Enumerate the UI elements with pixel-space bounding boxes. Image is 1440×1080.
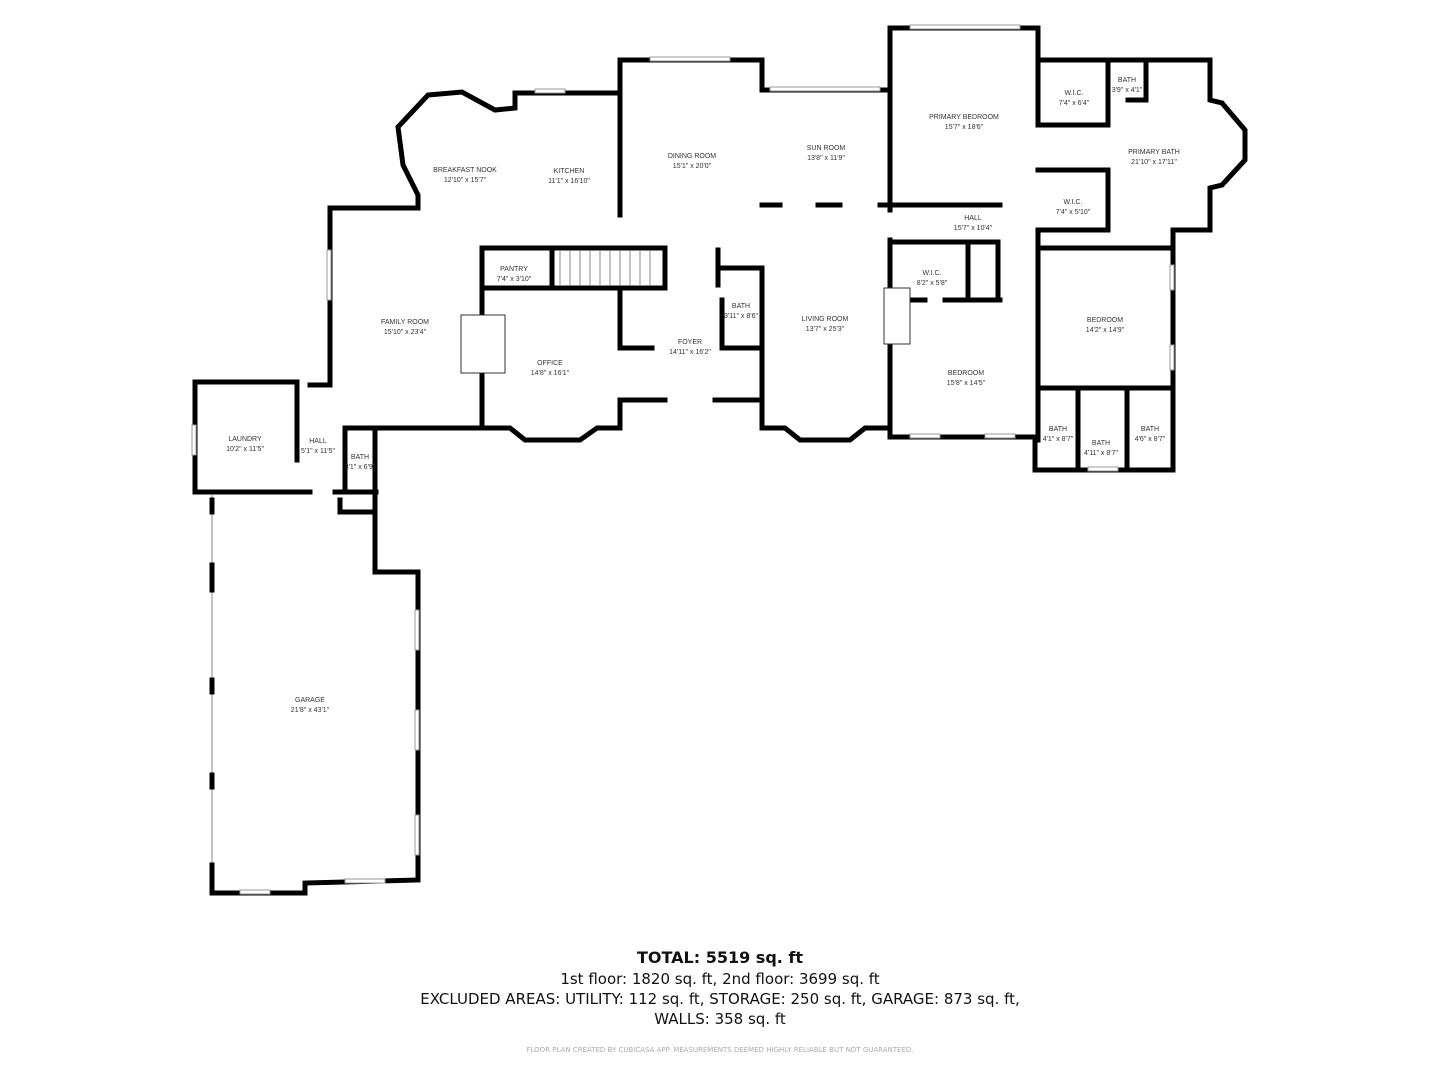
room-name: SUN ROOM	[807, 145, 846, 152]
room-dims: 11'1" x 16'10"	[548, 178, 590, 185]
room-name: HALL	[309, 438, 327, 445]
room-dims: 14'2" x 14'9"	[1086, 327, 1125, 334]
room-name: BATH	[1092, 440, 1110, 447]
room-name: LAUNDRY	[228, 436, 262, 443]
room-name: W.I.C.	[1064, 90, 1083, 97]
room-name: BREAKFAST NOOK	[433, 167, 497, 174]
room-name: KITCHEN	[554, 168, 585, 175]
room-dims: 3'1" x 6'9"	[345, 464, 376, 471]
room-name: LIVING ROOM	[802, 316, 849, 323]
room-name: BATH	[732, 303, 750, 310]
disclaimer: FLOOR PLAN CREATED BY CUBICASA APP. MEAS…	[526, 1046, 914, 1054]
room-dims: 4'6" x 8'7"	[1135, 436, 1166, 443]
room-name: PRIMARY BATH	[1128, 149, 1180, 156]
room-dims: 13'7" x 25'3"	[806, 326, 845, 333]
room-dims: 14'11" x 16'2"	[669, 349, 711, 356]
room-dims: 8'2" x 5'8"	[917, 280, 948, 287]
room-dims: 15'8" x 14'5"	[947, 380, 986, 387]
room-name: FAMILY ROOM	[381, 319, 429, 326]
room-labels: BREAKFAST NOOK 12'10" x 15'7" KITCHEN 11'1…	[226, 77, 1180, 714]
room-dims: 13'8" x 11'9"	[807, 155, 845, 162]
room-dims: 7'4" x 6'4"	[1059, 100, 1090, 107]
room-name: BEDROOM	[1087, 317, 1123, 324]
room-name: W.I.C.	[1063, 199, 1082, 206]
room-dims: 21'8" x 43'1"	[291, 707, 330, 714]
room-dims: 3'11" x 8'6"	[724, 313, 758, 320]
room-name: W.I.C.	[922, 270, 941, 277]
windows	[191, 24, 1175, 895]
room-name: HALL	[964, 215, 982, 222]
room-name: BATH	[351, 454, 369, 461]
room-name: GARAGE	[295, 697, 325, 704]
room-dims: 12'10" x 15'7"	[444, 177, 487, 184]
room-name: PANTRY	[500, 266, 528, 273]
total-area: TOTAL: 5519 sq. ft	[636, 948, 804, 967]
room-name: BATH	[1141, 426, 1159, 433]
room-name: BATH	[1049, 426, 1067, 433]
room-dims: 4'1" x 8'7"	[1043, 436, 1074, 443]
room-dims: 14'8" x 16'1"	[531, 370, 570, 377]
room-dims: 3'9" x 4'1"	[1112, 87, 1143, 94]
room-name: BATH	[1118, 77, 1136, 84]
room-dims: 7'4" x 3'10"	[497, 276, 532, 283]
room-dims: 15'7" x 10'4"	[954, 225, 993, 232]
room-dims: 5'1" x 11'5"	[301, 448, 335, 455]
room-name: DINING ROOM	[668, 153, 716, 160]
room-dims: 10'2" x 11'5"	[226, 446, 264, 453]
walls-area: WALLS: 358 sq. ft	[654, 1010, 786, 1028]
excluded-areas: EXCLUDED AREAS: UTILITY: 112 sq. ft, STO…	[420, 990, 1020, 1008]
room-dims: 15'10" x 23'4"	[384, 329, 427, 336]
room-name: PRIMARY BEDROOM	[929, 114, 999, 121]
room-name: OFFICE	[537, 360, 563, 367]
room-dims: 4'11" x 8'7"	[1084, 450, 1118, 457]
floor-areas: 1st floor: 1820 sq. ft, 2nd floor: 3699 …	[560, 970, 880, 988]
room-dims: 15'1" x 20'0"	[673, 163, 712, 170]
room-name: BEDROOM	[948, 370, 984, 377]
room-dims: 15'7" x 18'6"	[945, 124, 984, 131]
room-dims: 21'10" x 17'11"	[1131, 159, 1177, 166]
room-name: FOYER	[678, 339, 702, 346]
room-dims: 7'4" x 5'10"	[1056, 209, 1091, 216]
